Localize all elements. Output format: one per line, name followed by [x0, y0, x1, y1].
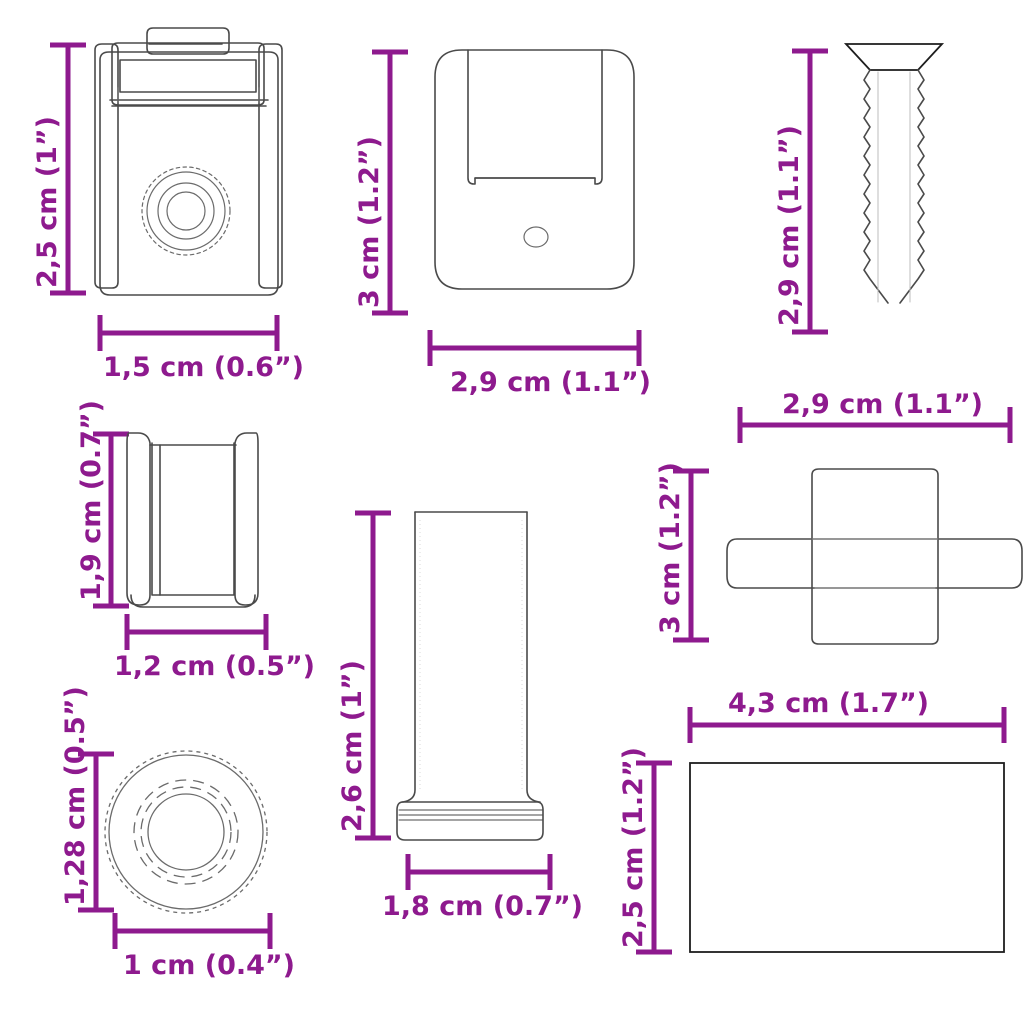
clamp-bracket-height-label: 2,5 cm (1”): [32, 116, 63, 288]
t-flange-height-label: 3 cm (1.2”): [655, 462, 686, 634]
item-knurled-nut: 1,28 cm (0.5”) 1 cm (0.4”): [0, 686, 320, 1020]
u-channel-plate-width-label: 2,9 cm (1.1”): [450, 367, 652, 398]
knurled-nut-outline: [104, 750, 268, 914]
post-pin-width-label: 1,8 cm (0.7”): [382, 891, 584, 922]
flat-plate-dimension-lines: [636, 707, 1007, 955]
post-pin-height-label: 2,6 cm (1”): [337, 660, 368, 832]
u-clip-outline: [126, 432, 259, 608]
wood-screw-height-label: 2,9 cm (1.1”): [774, 124, 805, 326]
item-post-pin: 2,6 cm (1”) 1,8 cm (0.7”): [320, 490, 620, 930]
knurled-nut-width-label: 1 cm (0.4”): [123, 950, 295, 981]
item-wood-screw: 2,9 cm (1.1”): [760, 0, 1024, 380]
u-channel-plate-dimension-lines: [372, 49, 642, 366]
item-u-clip: 1,9 cm (0.7”) 1,2 cm (0.5”): [0, 400, 330, 705]
wood-screw-dimension-lines: [792, 48, 828, 335]
post-pin-outline: [396, 511, 544, 841]
t-flange-outline: [726, 468, 1023, 645]
t-flange-dimension-lines: [673, 407, 1013, 643]
flat-plate-outline: [689, 762, 1005, 953]
post-pin-dimension-lines: [355, 510, 553, 890]
clamp-bracket-outline: [94, 27, 283, 296]
u-clip-height-label: 1,9 cm (0.7”): [76, 399, 107, 601]
u-clip-dimension-lines: [93, 431, 269, 650]
flat-plate-height-label: 2,5 cm (1.2”): [618, 746, 649, 948]
knurled-nut-dimension-lines: [78, 751, 273, 949]
item-u-channel-plate: 3 cm (1.2”) 2,9 cm (1.1”): [340, 0, 680, 400]
mounting-hole-icon: [523, 226, 549, 248]
t-flange-width-label: 2,9 cm (1.1”): [782, 389, 984, 420]
wood-screw-outline: [843, 43, 945, 304]
knurled-screw-head-icon: [141, 166, 231, 256]
u-clip-width-label: 1,2 cm (0.5”): [114, 651, 316, 682]
item-clamp-bracket: 2,5 cm (1”) 1,5 cm (0.6”): [0, 0, 330, 400]
clamp-bracket-width-label: 1,5 cm (0.6”): [103, 352, 305, 383]
u-channel-plate-height-label: 3 cm (1.2”): [354, 136, 385, 308]
clamp-bracket-dimension-lines: [50, 42, 280, 351]
knurled-nut-height-label: 1,28 cm (0.5”): [60, 686, 91, 906]
item-t-flange: 3 cm (1.2”) 2,9 cm (1.1”): [620, 385, 1024, 665]
flat-plate-width-label: 4,3 cm (1.7”): [728, 688, 930, 719]
item-flat-plate: 2,5 cm (1.2”) 4,3 cm (1.7”): [580, 670, 1024, 1010]
u-channel-plate-outline: [434, 49, 635, 290]
